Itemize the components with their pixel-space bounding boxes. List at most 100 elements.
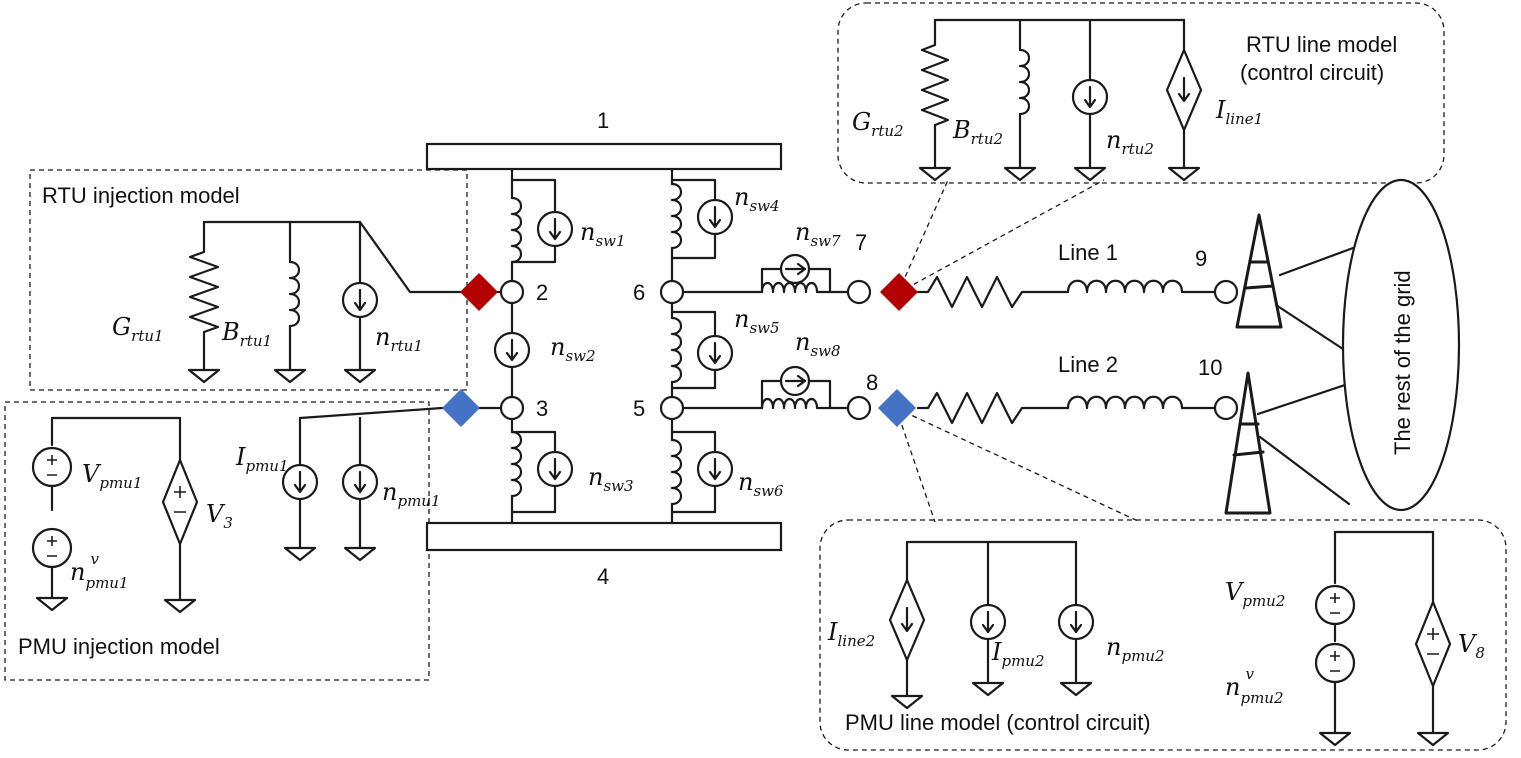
bus-bar-1 — [425, 142, 783, 171]
current-source-sw6 — [696, 450, 734, 488]
bus-node-5 — [659, 395, 685, 421]
tower-icon — [1224, 371, 1272, 515]
pmu-leader-lines — [895, 407, 1141, 523]
svg-text:nsw1: nsw1 — [580, 218, 626, 250]
conductance-rtu1 — [188, 220, 220, 364]
bus-label-10: 10 — [1198, 355, 1222, 380]
svg-text:npmu1v: npmu1v — [70, 550, 129, 592]
ground-icon — [1318, 723, 1352, 747]
line-1 — [916, 275, 1217, 309]
svg-text:nrtu2: nrtu2 — [1106, 126, 1154, 158]
svg-text:nsw5: nsw5 — [734, 305, 780, 337]
voltage-source-pmu2 — [1314, 584, 1356, 626]
inductor-sw1 — [510, 196, 523, 264]
current-source-ipmu2 — [969, 603, 1007, 641]
voltage-source-npmu2 — [1314, 642, 1356, 684]
pmu-marker-bus3 — [442, 389, 480, 427]
svg-text:nsw7: nsw7 — [795, 218, 841, 250]
bus-node-3 — [499, 395, 525, 421]
bus-label-6: 6 — [633, 280, 645, 305]
current-source-sw3 — [536, 450, 574, 488]
rtu-leader-lines — [897, 179, 1105, 294]
current-source-npmu2 — [1057, 603, 1095, 641]
inductor-sw8 — [760, 397, 832, 410]
pmu-marker-bus8 — [878, 389, 916, 427]
ground-icon — [343, 360, 377, 384]
rest-of-grid-label: The rest of the grid — [1390, 270, 1415, 455]
rest-of-grid — [1341, 178, 1461, 512]
current-source-sw7 — [779, 253, 811, 285]
bus-node-9 — [1213, 279, 1239, 305]
tower-icon — [1235, 213, 1283, 329]
bus-label-8: 8 — [866, 370, 878, 395]
svg-text:Iline2: Iline2 — [827, 618, 875, 650]
ground-icon — [918, 158, 952, 182]
ground-icon — [343, 538, 377, 562]
ground-icon — [283, 538, 317, 562]
svg-text:Brtu2: Brtu2 — [952, 116, 1003, 148]
inductor-rtu1 — [288, 260, 301, 328]
bus-label-3: 3 — [536, 396, 548, 421]
ground-icon — [1416, 723, 1450, 747]
current-source-rtu1 — [341, 281, 379, 319]
bus-node-8 — [846, 395, 872, 421]
rtu-line-label-1: RTU line model — [1246, 32, 1397, 57]
svg-text:Grtu1: Grtu1 — [112, 313, 164, 345]
current-source-sw5 — [696, 334, 734, 372]
bus-bar-4 — [425, 521, 783, 552]
voltage-source-pmu1 — [31, 446, 73, 488]
line-2-label: Line 2 — [1058, 352, 1118, 377]
svg-text:nsw3: nsw3 — [588, 463, 634, 495]
ground-icon — [890, 686, 924, 710]
svg-text:Iline1: Iline1 — [1215, 96, 1263, 128]
line-1-label: Line 1 — [1058, 240, 1118, 265]
bus-label-4: 4 — [597, 564, 609, 589]
bus-label-1: 1 — [597, 108, 609, 133]
bus-node-2 — [499, 279, 525, 305]
svg-text:nsw6: nsw6 — [738, 468, 784, 500]
current-source-sw4 — [696, 198, 734, 236]
svg-text:V8: V8 — [1458, 630, 1485, 662]
bus-label-2: 2 — [536, 280, 548, 305]
bus-node-10 — [1213, 395, 1239, 421]
rtu-line-box — [837, 2, 1445, 184]
pmu-injection-label: PMU injection model — [18, 634, 220, 659]
current-source-sw2 — [493, 331, 531, 369]
svg-text:npmu2: npmu2 — [1106, 633, 1165, 665]
svg-text:Grtu2: Grtu2 — [852, 108, 904, 140]
inductor-sw6 — [670, 438, 683, 506]
svg-text:nsw2: nsw2 — [550, 333, 596, 365]
rtu-marker-bus2 — [460, 273, 498, 311]
conductance-rtu2 — [920, 18, 950, 162]
rtu-injection-box — [29, 169, 468, 391]
line-2 — [916, 391, 1217, 425]
bus-node-6 — [659, 279, 685, 305]
pmu-line-box — [819, 519, 1507, 751]
bus-label-7: 7 — [855, 230, 867, 255]
svg-text:Vpmu2: Vpmu2 — [1225, 578, 1285, 610]
inductor-rtu2 — [1018, 48, 1031, 116]
inductor-sw5 — [670, 316, 683, 384]
svg-text:nsw8: nsw8 — [795, 328, 841, 360]
current-source-sw8 — [779, 365, 811, 397]
current-source-rtu2 — [1071, 78, 1109, 116]
svg-text:Vpmu1: Vpmu1 — [82, 460, 142, 492]
svg-text:npmu2v: npmu2v — [1225, 665, 1284, 707]
ground-icon — [1167, 158, 1201, 182]
dependent-voltage-source-v8 — [1414, 600, 1452, 688]
voltage-source-npmu1 — [31, 527, 73, 569]
inductor-sw7 — [760, 281, 832, 294]
ground-icon — [1073, 158, 1107, 182]
ground-icon — [187, 360, 221, 384]
bus-label-9: 9 — [1195, 246, 1207, 271]
inductor-sw4 — [670, 182, 683, 250]
inductor-sw3 — [510, 430, 523, 498]
ground-icon — [971, 673, 1005, 697]
svg-text:Brtu1: Brtu1 — [221, 318, 272, 350]
current-source-sw1 — [536, 210, 574, 248]
rtu-injection-label: RTU injection model — [42, 183, 240, 208]
svg-text:nsw4: nsw4 — [734, 183, 780, 215]
ground-icon — [35, 588, 69, 612]
dependent-current-source-iline1 — [1165, 48, 1203, 132]
